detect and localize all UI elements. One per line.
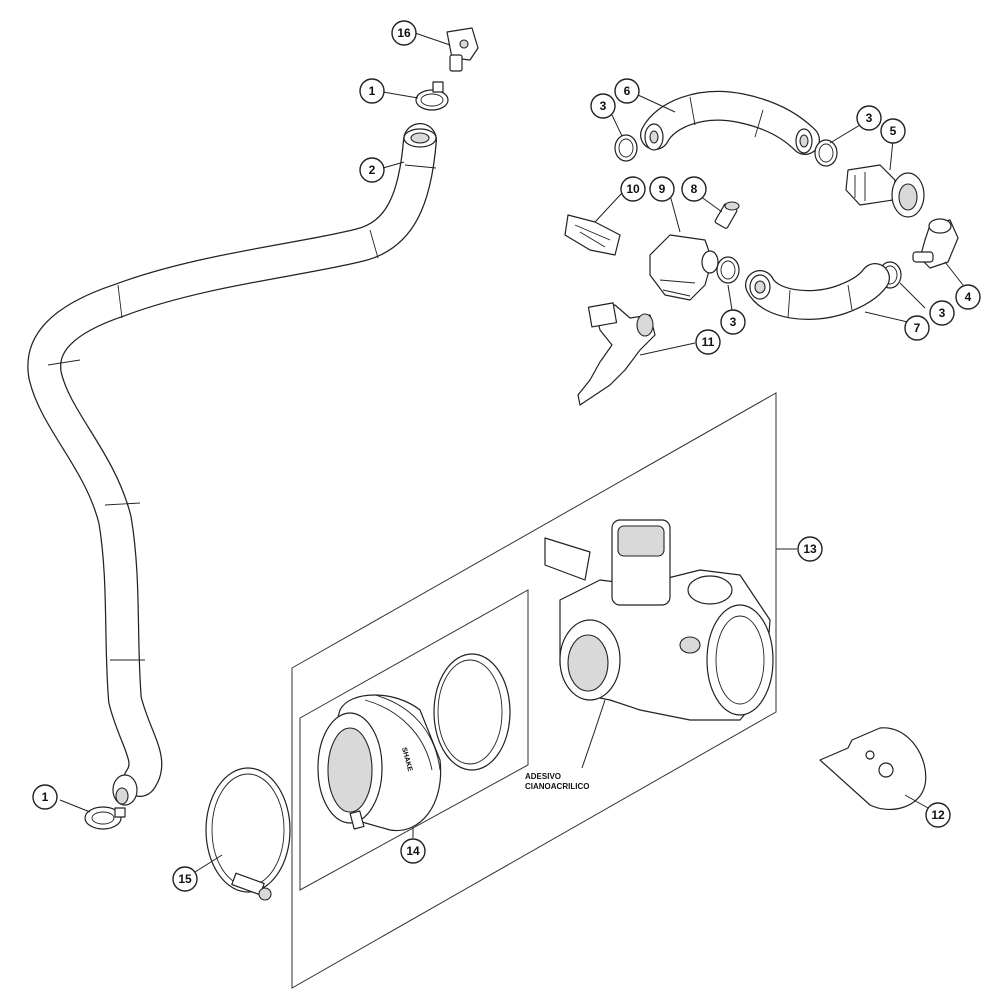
svg-text:3: 3 [939,306,946,320]
callout-14: 14 [400,838,426,864]
plate-12 [819,727,927,810]
callout-8: 8 [681,176,707,202]
fuel-rail-9 [649,234,719,301]
svg-text:16: 16 [397,26,411,40]
fuel-hose-long [27,123,437,806]
callout-3-b: 3 [856,105,882,131]
svg-text:15: 15 [178,872,192,886]
small-clamp-3a [614,134,638,162]
note-line-2: CIANOACRILICO [525,782,589,791]
adhesive-note: ADESIVO CIANOACRILICO [525,772,589,791]
hose-clamp-bottom [84,806,126,830]
svg-text:6: 6 [624,84,631,98]
leader-lines [59,32,964,873]
callout-7: 7 [904,315,930,341]
callout-15: 15 [172,866,198,892]
callout-13: 13 [797,536,823,562]
fuel-hose-6 [640,90,820,155]
svg-text:3: 3 [866,111,873,125]
svg-text:11: 11 [702,335,715,349]
svg-text:7: 7 [914,321,921,335]
callout-9: 9 [649,176,675,202]
large-clamp-15 [205,767,291,901]
elbow-fitting-4 [912,218,959,269]
callout-2: 2 [359,157,385,183]
callout-10: 10 [620,176,646,202]
fuel-injector-11 [577,302,656,406]
svg-text:4: 4 [965,290,972,304]
svg-text:3: 3 [600,99,607,113]
svg-text:1: 1 [369,84,376,98]
svg-text:8: 8 [691,182,698,196]
svg-text:13: 13 [803,542,817,556]
svg-text:12: 12 [931,808,945,822]
callout-4: 4 [955,284,981,310]
intake-boot-frame [299,589,529,891]
throttle-body-13 [544,519,774,721]
svg-text:3: 3 [730,315,737,329]
callout-5: 5 [880,118,906,144]
callout-16: 16 [391,20,417,46]
quick-coupler-5 [845,164,925,218]
bolt-8 [714,201,740,229]
svg-text:2: 2 [369,163,376,177]
small-clamp-3c [716,256,740,284]
callout-3-a: 3 [590,93,616,119]
fuel-hose-7 [745,263,890,320]
note-line-1: ADESIVO [525,772,561,781]
callout-6: 6 [614,78,640,104]
svg-text:10: 10 [626,182,640,196]
callout-3-d: 3 [929,300,955,326]
connector-10 [564,214,621,256]
callout-11: 11 [695,329,721,355]
intake-boot-14: SHAKE [317,694,442,832]
hose-clamp-top [415,81,449,111]
svg-text:9: 9 [659,182,666,196]
svg-text:5: 5 [890,124,897,138]
svg-text:14: 14 [406,844,420,858]
throttle-assembly-frame [291,392,777,989]
boot-sleeve [433,653,511,771]
hose-connector-16 [446,27,479,72]
svg-text:1: 1 [42,790,49,804]
callout-12: 12 [925,802,951,828]
callout-1-top: 1 [359,78,385,104]
callout-3-c: 3 [720,309,746,335]
callout-1-bottom: 1 [32,784,58,810]
small-clamp-3b [814,139,838,167]
